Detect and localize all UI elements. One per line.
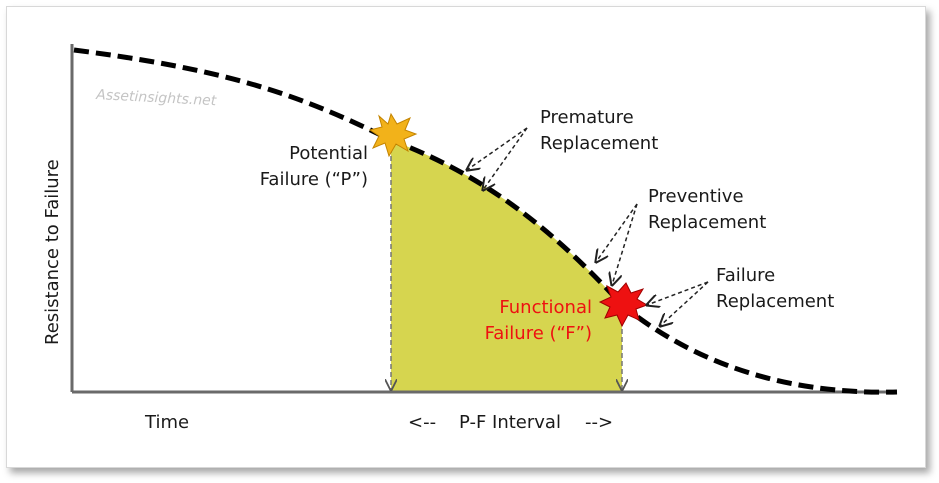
interval-left-arrow: <-- [408,412,436,433]
premature-replacement-label-2: Replacement [540,133,658,154]
failure-replacement-label-1: Failure [716,265,775,286]
failure-arrow-1 [647,281,709,305]
preventive-arrow-1 [596,203,638,262]
premature-arrow-2 [483,127,528,190]
potential-failure-label-1: Potential [289,143,368,164]
interval-right-arrow: --> [585,412,613,433]
x-axis-label: Time [144,412,189,433]
y-axis-label: Resistance to Failure [42,159,63,345]
functional-failure-marker-icon [598,282,649,328]
pf-interval-area [391,140,622,392]
premature-replacement-label-1: Premature [540,107,634,128]
potential-failure-label-2: Failure (“P”) [260,169,368,190]
failure-replacement-label-2: Replacement [716,291,834,312]
preventive-arrow-2 [612,203,638,285]
degradation-curve [73,47,898,395]
failure-arrow-2 [660,281,709,326]
potential-failure-marker-icon [368,112,418,158]
functional-failure-label-1: Functional [499,297,592,318]
functional-failure-label-2: Failure (“F”) [485,323,592,344]
preventive-replacement-label-2: Replacement [648,212,766,233]
watermark-text: Assetinsights.net [95,87,217,109]
premature-arrow-1 [467,127,528,170]
preventive-replacement-label-1: Preventive [648,186,744,207]
interval-label: P-F Interval [459,412,561,433]
